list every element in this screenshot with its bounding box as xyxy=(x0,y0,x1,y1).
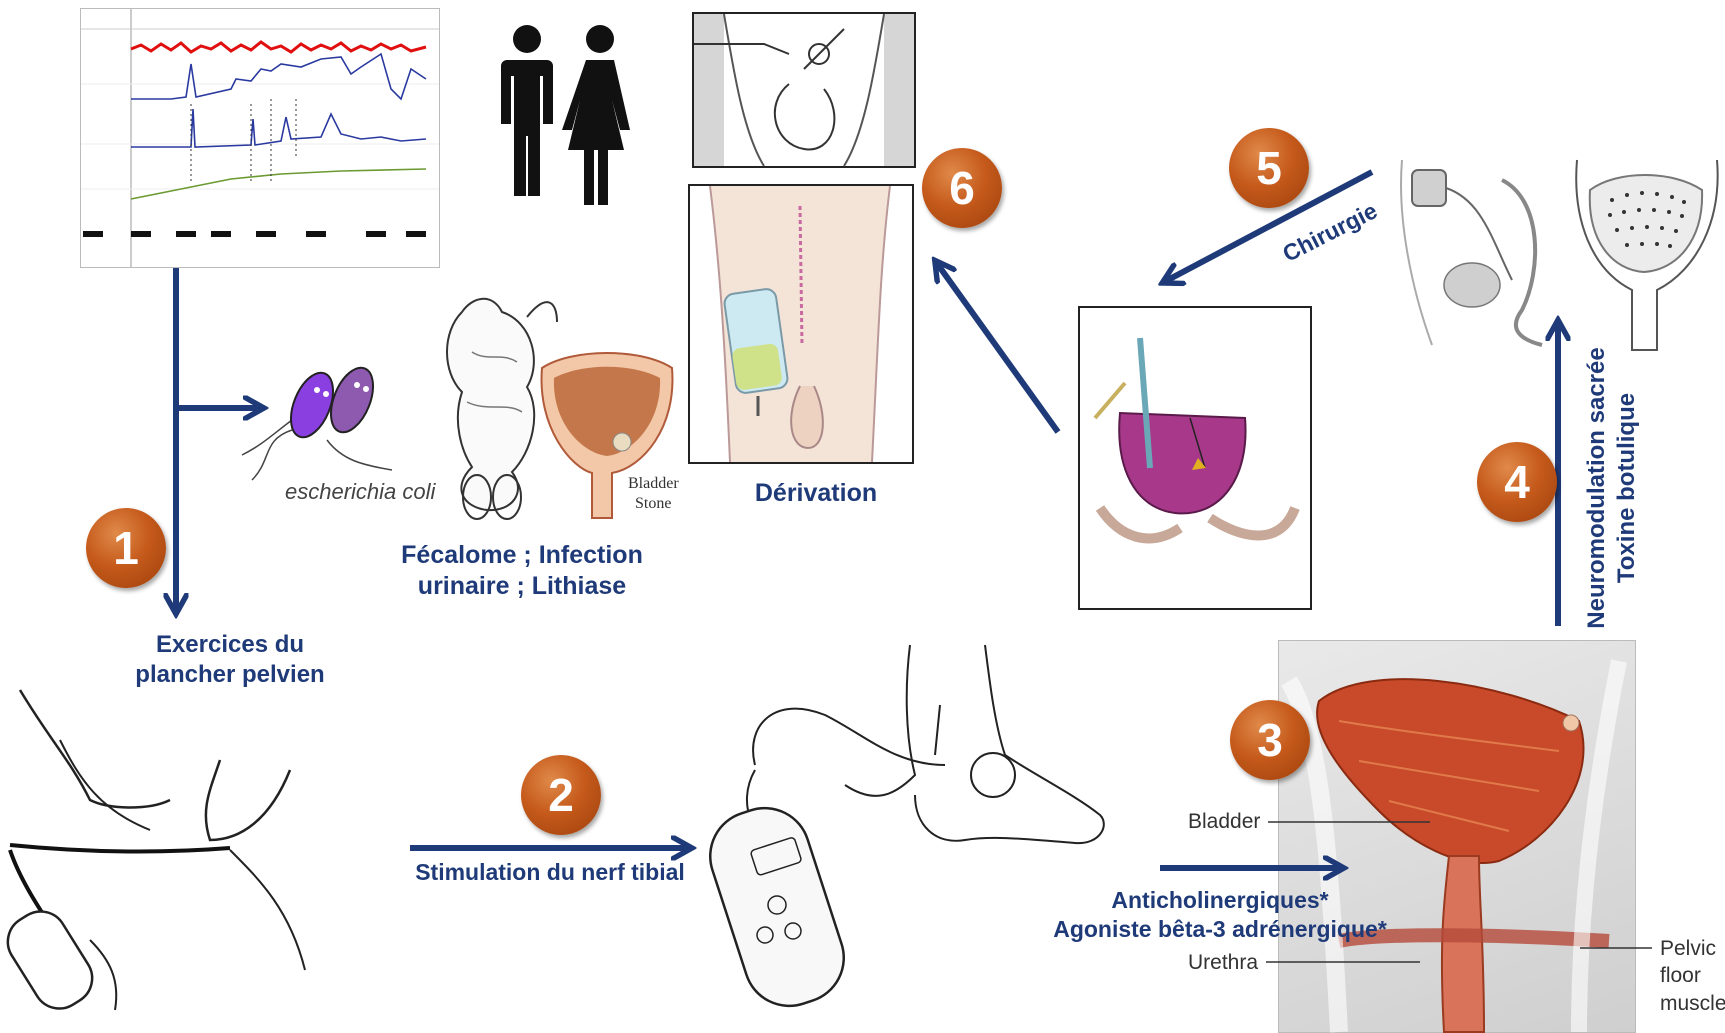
neuromod-line2: Toxine botulique xyxy=(1612,328,1642,648)
pelvic-exercises-line1: Exercices du xyxy=(100,630,360,660)
step-badge-3: 3 xyxy=(1230,700,1310,780)
derivation-label: Dérivation xyxy=(726,478,906,509)
complications-line2: urinaire ; Lithiase xyxy=(362,571,682,602)
complications-line1: Fécalome ; Infection xyxy=(362,540,682,571)
pelvic-exercises-label: Exercices du plancher pelvien xyxy=(100,630,360,690)
drugs-label: Anticholinergiques* Agoniste bêta-3 adré… xyxy=(1010,886,1430,944)
tibial-label: Stimulation du nerf tibial xyxy=(380,858,720,887)
step-badge-1: 1 xyxy=(86,508,166,588)
drugs-line1: Anticholinergiques* xyxy=(1010,886,1430,915)
step-badge-2: 2 xyxy=(521,755,601,835)
arrow-6 xyxy=(936,262,1058,432)
neuromod-line1: Neuromodulation sacrée xyxy=(1582,328,1612,648)
step-badge-4: 4 xyxy=(1477,442,1557,522)
neuromod-label: Neuromodulation sacrée Toxine botulique xyxy=(1582,328,1642,648)
drugs-line2: Agoniste bêta-3 adrénergique* xyxy=(1010,915,1430,944)
complications-label: Fécalome ; Infection urinaire ; Lithiase xyxy=(362,540,682,603)
pelvic-exercises-line2: plancher pelvien xyxy=(100,660,360,690)
step-badge-5: 5 xyxy=(1229,128,1309,208)
step-badge-6: 6 xyxy=(922,148,1002,228)
